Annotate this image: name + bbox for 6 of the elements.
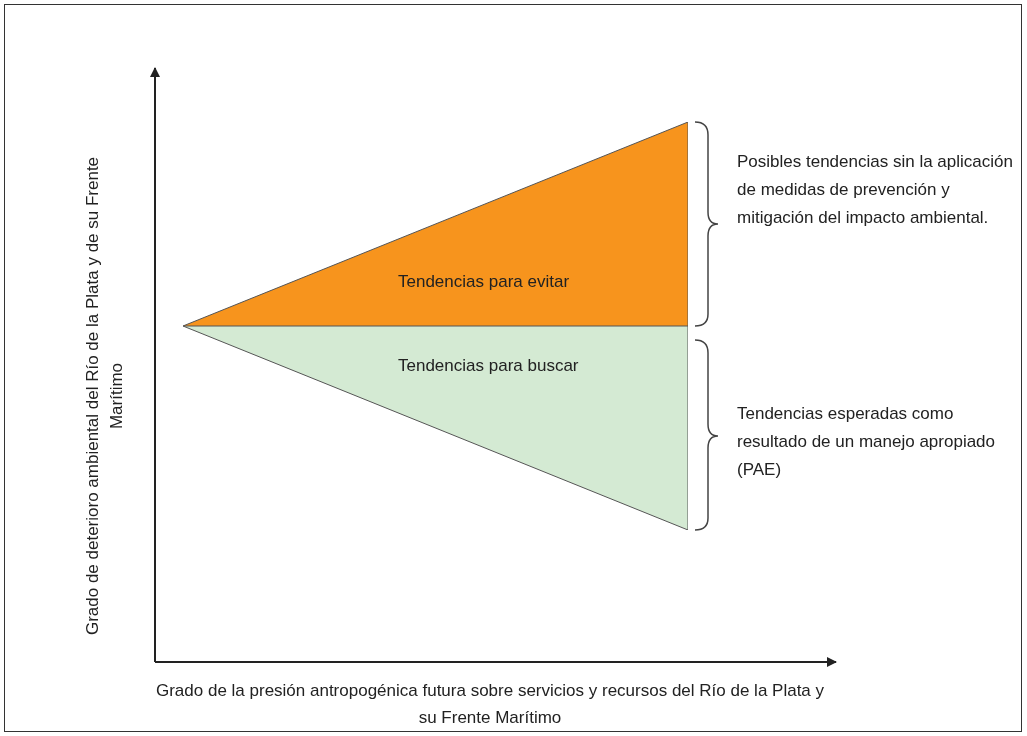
region-label: Tendencias para buscar — [398, 356, 579, 376]
axis-label: Grado de deterioro ambiental del Río de la Plata y de su Frente Marítimo — [82, 155, 127, 638]
region-label: Tendencias para evitar — [398, 272, 570, 292]
annotation-text: Posibles tendencias sin la aplicación de medidas de prevención y mitigación del impacto ambiental. — [737, 151, 1014, 229]
annotation-text: Tendencias esperadas como resultado de un manejo apropiado (PAE) — [737, 403, 997, 481]
axis-label: Grado de la presión antropogénica futura sobre servicios y recursos del Río de la Plata y su Frente Marítimo — [154, 680, 826, 729]
